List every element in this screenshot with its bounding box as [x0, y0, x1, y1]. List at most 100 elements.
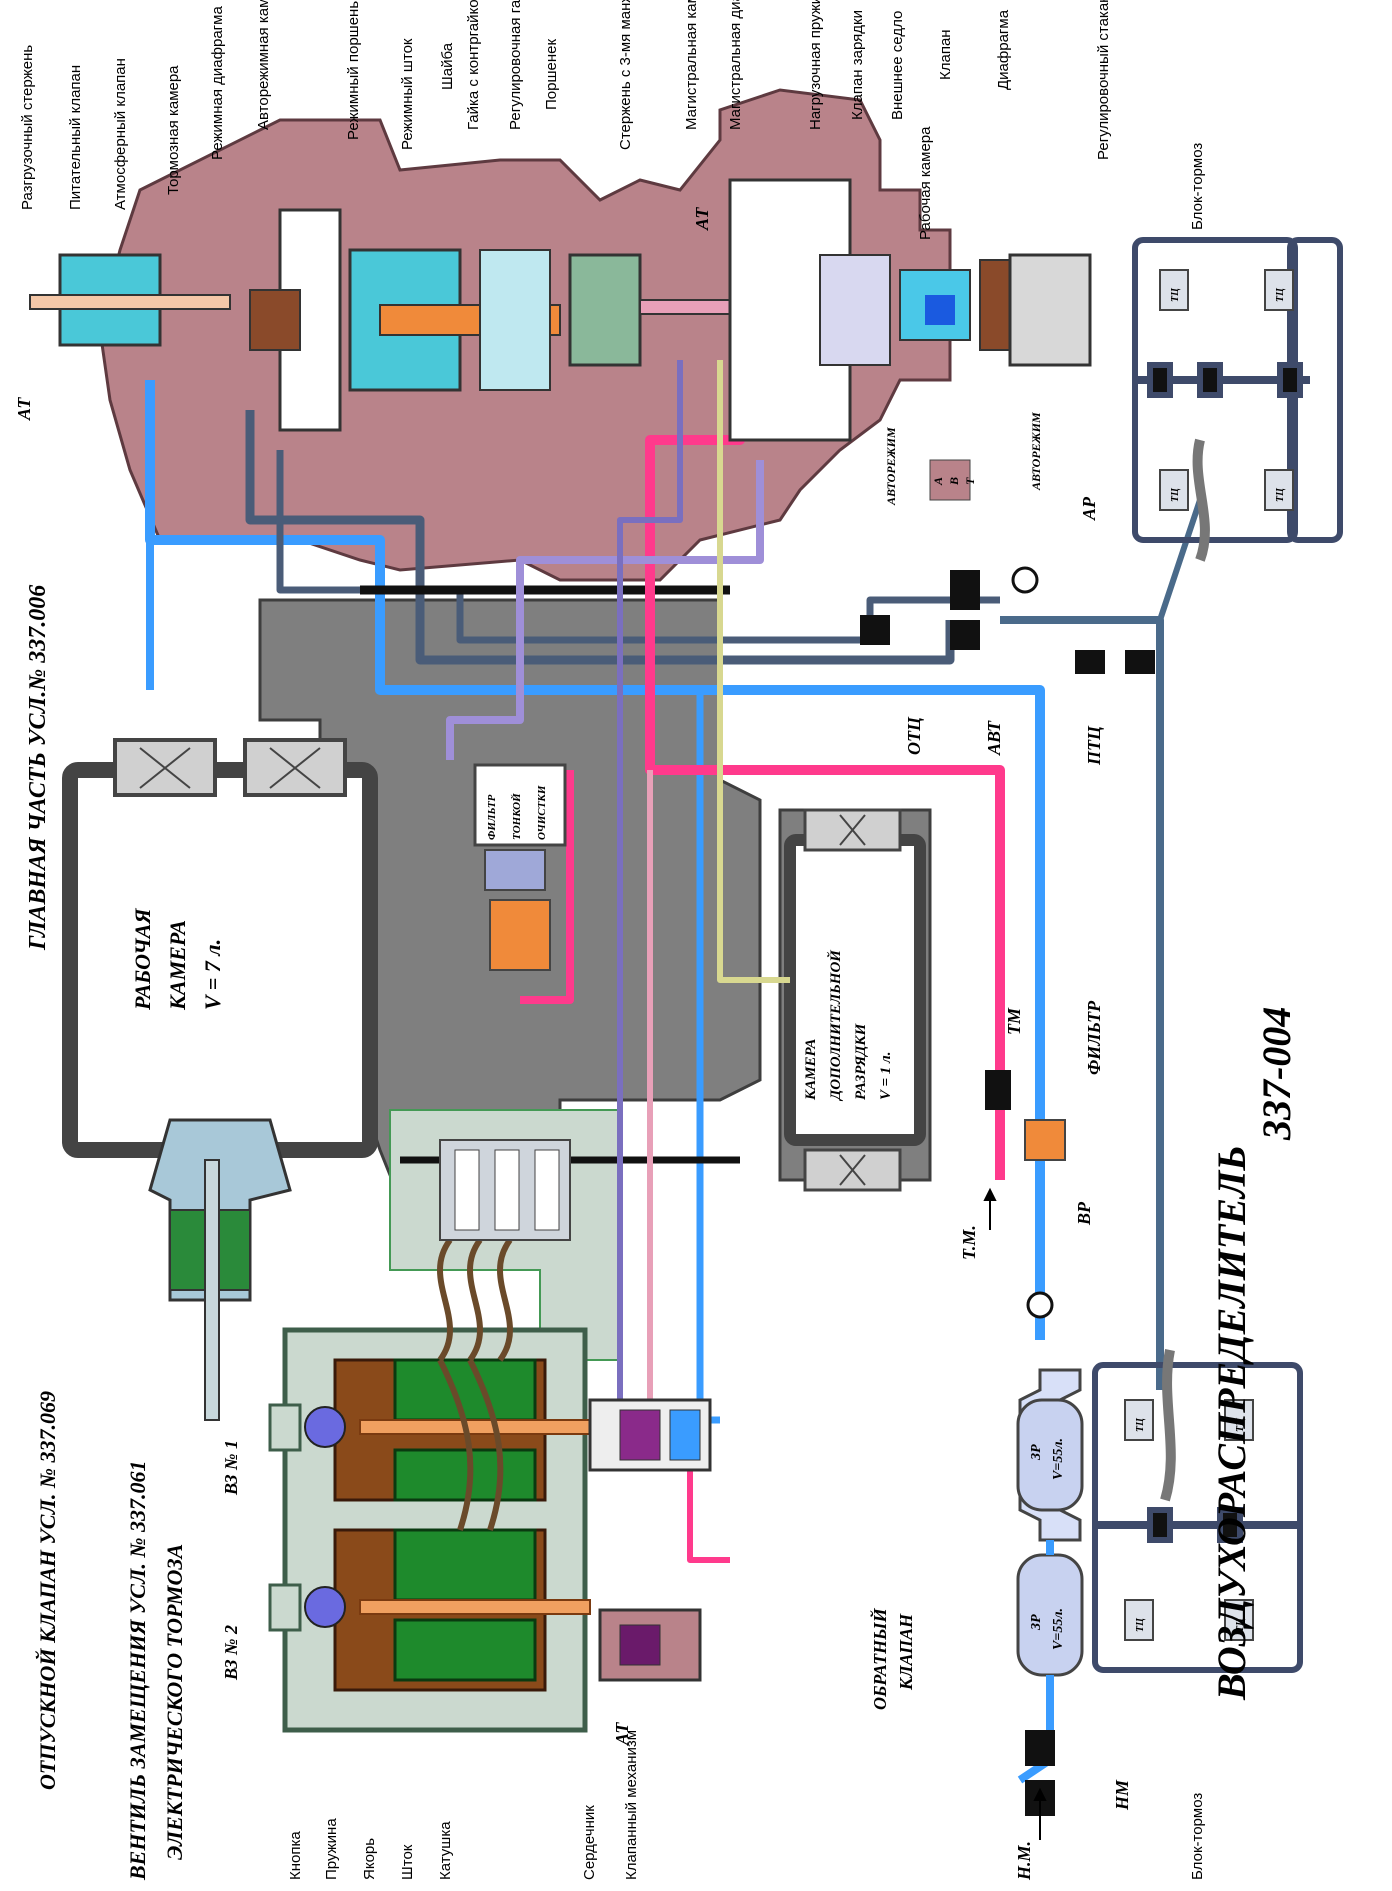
working-chamber-label-2: КАМЕРА: [165, 920, 190, 1011]
tc-label-6: ТЦ: [1235, 1417, 1246, 1432]
label-coil: Катушка: [437, 1821, 454, 1880]
reservoir-labels: ЗР V=55л. ЗР V=55л.: [1029, 1438, 1066, 1650]
label-feed-valve: Питательный клапан: [67, 65, 84, 210]
abbr-switch-t: Т: [963, 477, 977, 485]
reservoir-2: [1016, 1553, 1084, 1677]
abbr-check-valve-1: ОБРАТНЫЙ: [868, 1607, 890, 1710]
abbr-filter: ФИЛЬТР: [1084, 1000, 1104, 1075]
abbr-vz2: ВЗ № 2: [221, 1625, 241, 1681]
working-chamber: [62, 738, 378, 1158]
label-mode-rod: Режимный шток: [399, 38, 416, 150]
additional-chamber-label-1: КАМЕРА: [803, 1039, 819, 1101]
brake-blocks-bottom: [1092, 1349, 1303, 1673]
label-outer-seat: Внешнее седло: [889, 11, 906, 120]
diagram-model: 337-004: [1254, 1007, 1299, 1141]
abbr-switch-v: В: [947, 477, 961, 486]
label-load-spring: Нагрузочная пружина: [807, 0, 824, 130]
label-mode-diaphragm: Режимная диафрагма: [209, 6, 226, 160]
additional-discharge-chamber: [784, 808, 926, 1192]
section-headers: ГЛАВНАЯ ЧАСТЬ УСЛ.№ 337.006 ОТПУСКНОЙ КЛ…: [25, 585, 187, 1881]
label-rod-three-cuffs: Стержень с 3-мя манжетами: [617, 0, 634, 150]
abbr-avtorezhim-2: АВТОРЕЖИМ: [1029, 412, 1043, 491]
filter-label-2: ТОНКОЙ: [511, 793, 523, 840]
abbr-atm-center: АТ: [692, 207, 712, 231]
main-part-internals: [29, 178, 1092, 442]
filter-label-3: ОЧИСТКИ: [536, 785, 548, 840]
tc-label-7: ТЦ: [1135, 1617, 1146, 1632]
tc-label-2: ТЦ: [1275, 287, 1286, 302]
header-main-part: ГЛАВНАЯ ЧАСТЬ УСЛ.№ 337.006: [25, 585, 51, 951]
abbr-ar: АР: [1079, 496, 1099, 521]
label-washer: Шайба: [439, 42, 456, 90]
label-brake-block-bottom: Блок-тормоз: [1189, 1793, 1206, 1880]
header-replacement-valve-2: ЭЛЕКТРИЧЕСКОГО ТОРМОЗА: [162, 1544, 187, 1860]
abbr-nm-valve: НМ: [1112, 1779, 1132, 1811]
abbr-atm-bottom: АТ: [612, 1722, 632, 1746]
flow-arrows: [983, 1187, 1047, 1840]
reservoir-1: [1016, 1368, 1084, 1542]
label-nut-locknut: Гайка с контргайкой: [465, 0, 482, 130]
abbreviation-labels: АТ АТ АТ ТМ Т.М. НМ Н.М. АР АВТ ОТЦ ПТЦ …: [14, 207, 1132, 1881]
label-unloading-rod: Разгрузочный стержень: [19, 45, 36, 210]
abbr-tm-line: Т.М.: [959, 1225, 979, 1260]
label-brake-chamber: Тормозная камера: [165, 65, 182, 195]
abbr-vz1: ВЗ № 1: [221, 1440, 241, 1496]
fine-filter: [473, 763, 567, 971]
abbr-vr: ВР: [1074, 1201, 1094, 1226]
abbr-switch-a: А: [931, 477, 945, 486]
additional-chamber-label-2: ДОПОЛНИТЕЛЬНОЙ: [826, 949, 844, 1102]
abbr-atm-top: АТ: [14, 397, 34, 421]
working-chamber-label-1: РАБОЧАЯ: [130, 908, 155, 1011]
working-chamber-label-3: V = 7 л.: [200, 939, 225, 1010]
top-callout-labels: Разгрузочный стержень Питательный клапан…: [19, 0, 1112, 240]
valve-mechanism-upper: [588, 1398, 712, 1472]
label-adjusting-nut: Регулировочная гайка: [507, 0, 524, 130]
cock-valves: [860, 459, 1155, 1816]
header-replacement-valve-1: ВЕНТИЛЬ ЗАМЕЩЕНИЯ УСЛ. № 337.061: [125, 1461, 150, 1881]
reservoir-1-volume: V=55л.: [1051, 1438, 1066, 1480]
diagram-title: ВОЗДУХОРАСПРЕДЕЛИТЕЛЬ: [1209, 1145, 1254, 1701]
label-small-piston: Поршенек: [543, 39, 560, 110]
label-rod: Шток: [399, 1844, 416, 1880]
reservoir-2-volume: V=55л.: [1051, 1608, 1066, 1650]
filter-label-1: ФИЛЬТР: [486, 794, 498, 840]
filter-element: [1024, 1119, 1066, 1161]
label-mode-piston: Режимный поршень: [345, 1, 362, 140]
label-auto-mode-chamber: Авторежимная камера: [255, 0, 272, 130]
replacement-valve-assembly: [268, 1139, 591, 1733]
label-armature: Якорь: [361, 1838, 378, 1880]
label-main-diaphragm: Магистральная диафрагма: [727, 0, 744, 130]
tc-label-1: ТЦ: [1170, 287, 1181, 302]
tc-label-3: ТЦ: [1170, 487, 1181, 502]
bottom-callout-labels: Кнопка Пружина Якорь Шток Катушка Сердеч…: [287, 1730, 640, 1880]
label-spring: Пружина: [323, 1818, 340, 1880]
label-main-chamber: Магистральная камера: [683, 0, 700, 130]
abbr-check-valve-2: КЛАПАН: [896, 1613, 916, 1691]
label-brake-block-top: Блок-тормоз: [1189, 143, 1206, 230]
reservoir-1-label: ЗР: [1029, 1444, 1044, 1461]
brake-blocks-top: [1132, 237, 1343, 562]
label-atmospheric-valve: Атмосферный клапан: [112, 58, 129, 210]
working-line: [446, 460, 764, 760]
label-core: Сердечник: [581, 1805, 598, 1880]
valve-mechanism-lower: [598, 1608, 702, 1682]
header-release-valve: ОТПУСКНОЙ КЛАПАН УСЛ. № 337.069: [35, 1391, 60, 1790]
brake-cylinders-bottom: [1124, 1399, 1254, 1641]
tc-label-5: ТЦ: [1135, 1417, 1146, 1432]
additional-chamber-label-3: РАЗРЯДКИ: [853, 1022, 869, 1100]
abbr-pts: ПТЦ: [1084, 725, 1104, 766]
label-charging-valve: Клапан зарядки: [849, 10, 866, 120]
additional-chamber-label-4: V = 1 л.: [878, 1052, 894, 1100]
abbr-ots: ОТЦ: [904, 716, 924, 755]
abbr-avtorezhim-1: АВТОРЕЖИМ: [884, 427, 898, 506]
abbr-tm-valve: ТМ: [1004, 1007, 1024, 1035]
abbr-nm-line: Н.М.: [1014, 1841, 1034, 1881]
reservoir-2-label: ЗР: [1029, 1614, 1044, 1631]
brake-cylinder-labels: ТЦ ТЦ ТЦ ТЦ ТЦ ТЦ ТЦ ТЦ: [1135, 287, 1286, 1632]
label-button: Кнопка: [287, 1831, 304, 1880]
release-valve: [148, 1118, 292, 1421]
label-valve-mechanism: Клапанный механизм: [623, 1730, 640, 1880]
label-working-chamber-small: Рабочая камера: [917, 126, 934, 240]
label-adjusting-cup: Регулировочный стакан: [1095, 0, 1112, 160]
